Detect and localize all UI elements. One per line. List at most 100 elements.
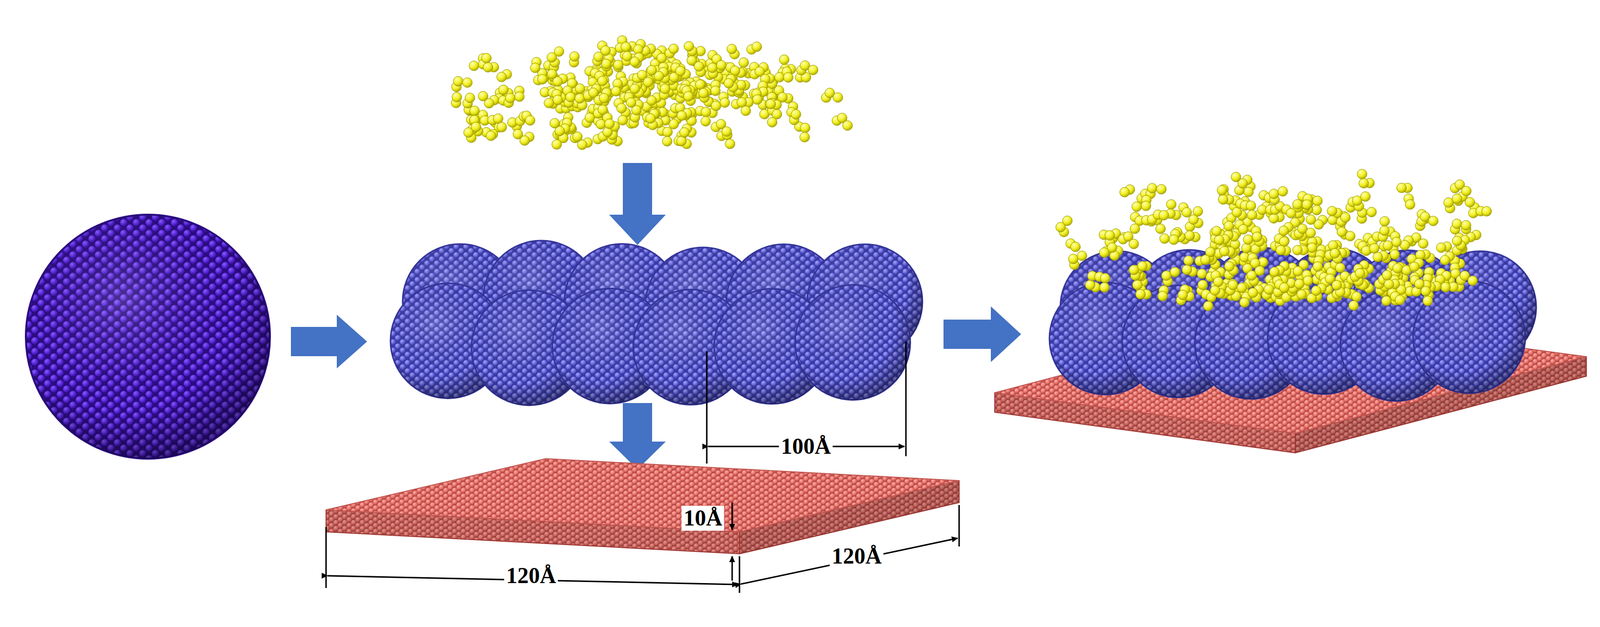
- gas-atom: [683, 91, 694, 102]
- gas-atom: [572, 131, 583, 142]
- gas-atom: [1373, 252, 1383, 263]
- gas-atom: [1452, 219, 1462, 229]
- gas-atom: [1269, 188, 1279, 199]
- gas-atom: [1452, 193, 1462, 204]
- gas-atom: [1218, 194, 1229, 205]
- gas-atom: [1389, 249, 1400, 260]
- gas-atom: [1211, 226, 1222, 237]
- gas-atom: [740, 105, 751, 116]
- gas-atom: [1135, 289, 1146, 300]
- gas-atom: [1269, 213, 1279, 224]
- gas-atom: [630, 83, 640, 94]
- gas-atom: [1236, 283, 1247, 293]
- gas-atom: [1440, 282, 1451, 293]
- gas-atom: [1219, 246, 1230, 257]
- gas-atom: [617, 115, 628, 125]
- nanoparticle: [795, 285, 911, 401]
- gas-atom: [1269, 266, 1280, 277]
- gas-atom: [496, 122, 507, 133]
- gas-atom: [1203, 301, 1213, 311]
- gas-atom: [694, 61, 704, 72]
- gas-atom: [716, 60, 727, 71]
- gas-atom: [1292, 245, 1303, 256]
- slab-top: [326, 458, 960, 533]
- gas-atom: [1105, 230, 1115, 241]
- gas-atom: [1296, 289, 1307, 300]
- gas-atom: [1428, 216, 1438, 226]
- gas-atom: [1169, 234, 1179, 245]
- dimension-label: 100Å: [779, 434, 833, 460]
- gas-atom: [1247, 210, 1257, 221]
- gas-atom: [1159, 233, 1170, 244]
- gas-atom: [1129, 224, 1140, 234]
- gas-atom: [1254, 266, 1265, 276]
- gas-atom: [726, 43, 737, 54]
- gas-atom: [1192, 206, 1203, 217]
- gas-atom: [1100, 273, 1110, 284]
- gas-atom: [1196, 268, 1207, 279]
- gas-atom: [451, 92, 462, 103]
- gas-atom: [1396, 183, 1407, 193]
- gas-atom: [469, 105, 480, 116]
- gas-atom: [1292, 266, 1303, 277]
- gas-atom: [646, 65, 657, 76]
- gas-atom: [738, 57, 749, 68]
- gas-atom: [496, 72, 507, 83]
- gas-atom: [676, 136, 687, 146]
- gas-atom: [1409, 262, 1420, 272]
- gas-atom: [483, 62, 493, 73]
- nanoparticle-layer: [1049, 247, 1537, 402]
- gas-atom: [481, 53, 492, 63]
- gas-atom: [1183, 255, 1194, 266]
- gas-atom: [525, 115, 535, 126]
- gas-atom: [765, 99, 776, 109]
- gas-atom: [1241, 243, 1252, 254]
- gas-atom: [1156, 184, 1167, 195]
- gas-atom: [1275, 245, 1286, 256]
- gas-atom: [1119, 187, 1130, 198]
- gas-atom: [1155, 224, 1166, 234]
- gas-atom: [1379, 225, 1390, 236]
- gas-atom: [643, 77, 654, 87]
- block-arrows: [290, 163, 1022, 470]
- gas-atom: [1330, 248, 1340, 259]
- gas-atom: [1348, 300, 1359, 311]
- gas-atom: [1279, 236, 1290, 247]
- gas-atom: [1200, 254, 1211, 265]
- gas-atom: [1161, 270, 1172, 281]
- gas-atom: [1467, 275, 1478, 286]
- gas-atom: [1405, 199, 1416, 210]
- gas-atom: [725, 139, 736, 149]
- gas-atom: [1327, 206, 1337, 217]
- gas-atom: [1382, 270, 1393, 281]
- gas-atom: [1379, 216, 1390, 227]
- gas-atom: [626, 97, 636, 108]
- gas-atom: [800, 123, 811, 133]
- gas-atom: [710, 85, 721, 96]
- gas-atom: [679, 127, 690, 138]
- gas-atom: [842, 120, 853, 131]
- gas-atom: [1147, 183, 1158, 194]
- gas-atom: [1214, 235, 1225, 246]
- gas-atom: [800, 132, 810, 143]
- gas-atom: [613, 60, 624, 70]
- gas-atom: [1157, 291, 1168, 302]
- gas-atom: [1062, 216, 1073, 226]
- gas-atom: [601, 59, 612, 69]
- gas-atom: [1213, 277, 1224, 288]
- gas-atom: [1360, 191, 1371, 202]
- gas-atom: [1358, 178, 1369, 189]
- nanoparticle: [1413, 281, 1526, 394]
- gas-atom: [752, 94, 763, 105]
- nanoparticle: [25, 214, 270, 459]
- gas-atom: [1340, 212, 1351, 223]
- gas-atom: [1141, 201, 1151, 211]
- gas-atom: [1099, 247, 1109, 258]
- gas-atom: [645, 113, 656, 124]
- gas-atom: [1382, 240, 1393, 251]
- gas-atom: [783, 72, 794, 83]
- gas-atom: [1461, 186, 1472, 197]
- gas-atom: [547, 69, 557, 80]
- gas-atom: [723, 78, 734, 89]
- gas-atom: [1169, 267, 1180, 278]
